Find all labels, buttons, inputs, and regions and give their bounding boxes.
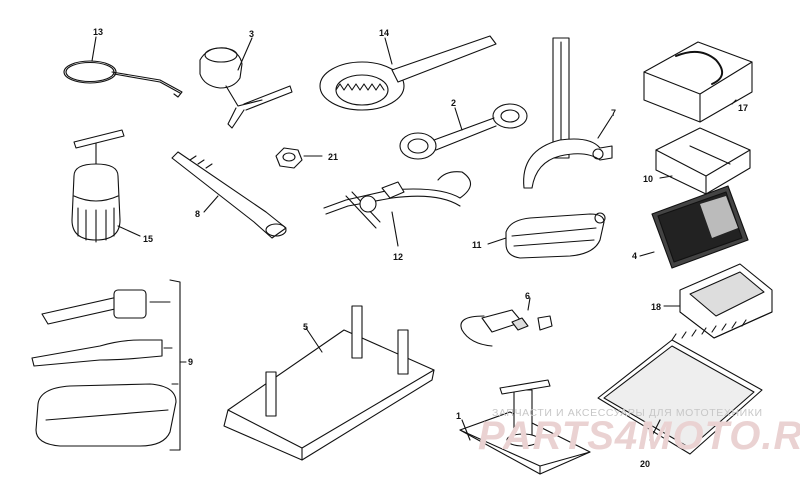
- nut-part-21: [275, 147, 323, 169]
- callout-5: 5: [303, 322, 309, 332]
- callout-18: 18: [651, 302, 662, 312]
- fork-holder-tool: [523, 37, 613, 189]
- tool-group-9: [31, 279, 187, 451]
- usb-stick-6: [460, 297, 553, 347]
- callout-2: 2: [451, 98, 457, 108]
- callout-1: 1: [456, 411, 462, 421]
- callout-14: 14: [379, 28, 390, 38]
- callout-12: 12: [393, 252, 404, 262]
- base-plate-tool-5: [223, 305, 435, 461]
- tool-pouch-11: [487, 212, 606, 259]
- manual-book-17: [643, 41, 753, 123]
- socket-t-handle-tool: [199, 37, 293, 129]
- flywheel-puller-tool: [71, 129, 141, 243]
- callout-20: 20: [640, 459, 651, 469]
- wire-hook-tool: [63, 36, 183, 98]
- watermark-tagline: ЗАПЧАСТИ И АКСЕССУАРЫ ДЛЯ МОТОТЕХНИКИ: [492, 407, 763, 419]
- spiral-notebook-20: [597, 319, 763, 455]
- press-tool-1: [459, 379, 591, 475]
- owner-booklet-4: [639, 185, 749, 269]
- callout-13: 13: [93, 27, 104, 37]
- callout-4: 4: [632, 251, 638, 261]
- callout-10: 10: [643, 174, 654, 184]
- callout-6: 6: [525, 291, 531, 301]
- callout-11: 11: [472, 240, 482, 250]
- callout-21: 21: [328, 152, 339, 162]
- long-drift-tool: [171, 151, 287, 239]
- callout-3: 3: [249, 29, 255, 39]
- ring-spanner-tool: [319, 35, 497, 111]
- callout-9: 9: [188, 357, 194, 367]
- callout-8: 8: [195, 209, 201, 219]
- hook-lever-tool: [323, 171, 472, 247]
- callout-15: 15: [143, 234, 154, 244]
- watermark-logo: PARTS4MOTO.RU: [478, 414, 800, 458]
- document-box-18: [663, 263, 773, 339]
- double-ring-wrench-tool: [399, 103, 528, 160]
- callout-7: 7: [611, 108, 617, 118]
- callout-17: 17: [738, 103, 749, 113]
- manual-book-10: [655, 127, 751, 195]
